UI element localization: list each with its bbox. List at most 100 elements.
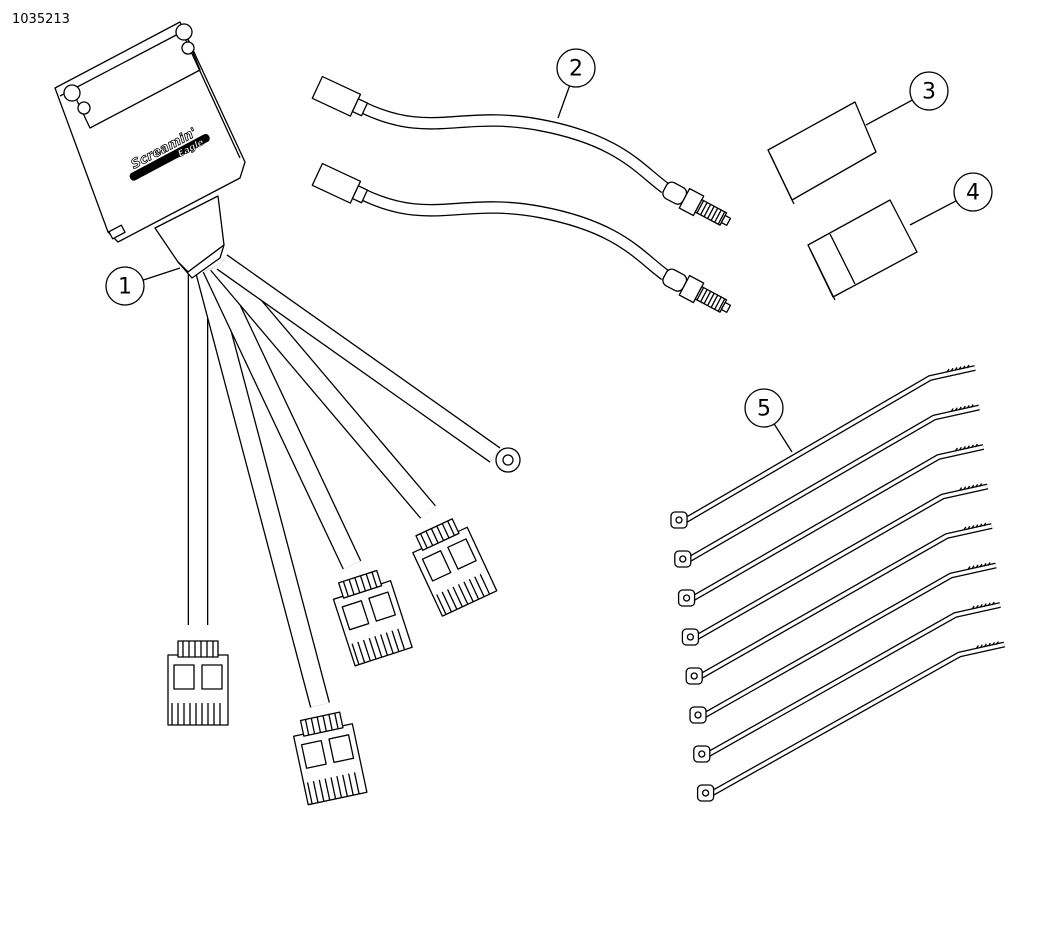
callout-leader [142,267,181,281]
cable-tie [684,365,976,523]
connector-latch [447,538,477,570]
connector-wires [177,640,219,658]
wire [447,520,456,536]
thread-line [703,204,712,218]
callout-circle [744,388,784,428]
connector-latch [300,739,327,769]
tie-teeth [991,601,995,606]
cable-fill [196,267,329,708]
tie-teeth [983,522,987,527]
callout-circle [953,172,993,212]
connector-rib [368,637,377,660]
cable-tie-fill [700,524,993,678]
thread-line [707,205,715,219]
thread-line [696,200,705,214]
cable-tie-slot [675,516,683,524]
connector-rib [452,586,463,608]
tie-teeth [979,604,983,608]
thread-line [710,207,719,221]
pad-small [767,101,877,205]
cable-tie-slot [694,711,702,719]
tie-teeth [970,444,974,449]
connector-rib [436,594,447,615]
tie-teeth [975,483,979,488]
connector-wires [299,711,344,737]
tie-teeth [983,643,987,648]
wire [354,577,361,594]
wire [310,718,316,734]
ground-cable-fill [217,255,500,462]
tie-teeth [971,565,975,570]
pad-large [807,199,918,301]
wire [348,579,355,595]
connector-rib [479,573,491,595]
tie-teeth [954,447,958,452]
connector-rib [380,634,389,656]
tie-teeth [971,605,975,610]
callout-label-2: 2 [569,57,583,82]
connector [412,518,498,617]
tie-teeth [987,562,991,566]
tie-teeth [963,486,967,491]
connector-rib [342,774,348,797]
tie-teeth [966,404,970,409]
cable-tie-slot [690,672,698,680]
cable-tie-fill [711,642,1005,795]
cable-ties [670,364,1006,802]
connector-rib [447,589,458,610]
tie-teeth [963,526,967,531]
callout-leader [557,85,571,119]
tie-teeth [971,525,975,529]
tie-teeth [967,525,971,530]
callout-label-5: 5 [757,397,771,422]
connector-rib [306,782,313,805]
tie-teeth [966,364,970,369]
thread-line [703,291,712,305]
cable-tie-fill [685,366,976,522]
tuner-module: Screamin' Eagle [54,21,246,279]
tie-teeth [958,366,962,370]
connector-rib [468,579,480,600]
sensor-cable-fill [359,189,668,280]
sensor-tip [720,301,732,313]
thread-line [710,294,719,308]
connector-rib [474,576,485,597]
sensor-tip [720,214,732,226]
connector-latch [173,664,195,690]
tie-teeth [954,367,958,371]
tie-teeth [967,485,971,490]
wire [371,571,378,588]
connector-rib [397,628,406,650]
tie-teeth [970,404,974,408]
connector-rib [347,773,354,796]
tie-teeth [971,484,975,489]
wire [359,575,367,592]
connector-rib [336,775,343,798]
connector-latch [368,591,396,622]
thread-line [717,211,726,225]
callout-circle [556,48,596,88]
connector-rib [362,639,371,662]
connector-rib [324,778,331,801]
tie-teeth [975,524,979,528]
connector-rib [312,780,319,803]
thread-line [699,202,708,216]
cable-fill [211,258,435,518]
tie-teeth [983,603,987,607]
tie-teeth [962,446,966,450]
connector [167,640,229,726]
connector-rib [357,641,366,663]
tie-teeth [966,445,970,449]
cable-tie-slot [682,594,691,602]
connector-rib [441,591,453,613]
cable-tie-slot [679,555,687,563]
figure-id: 1035213 [12,12,70,27]
tie-teeth [959,487,963,491]
tie-teeth [979,483,983,487]
thread-line [696,287,705,301]
cable-tie-slot [686,633,695,641]
connector-latch [341,600,370,631]
wire [328,714,333,731]
connector-rib [353,772,360,795]
